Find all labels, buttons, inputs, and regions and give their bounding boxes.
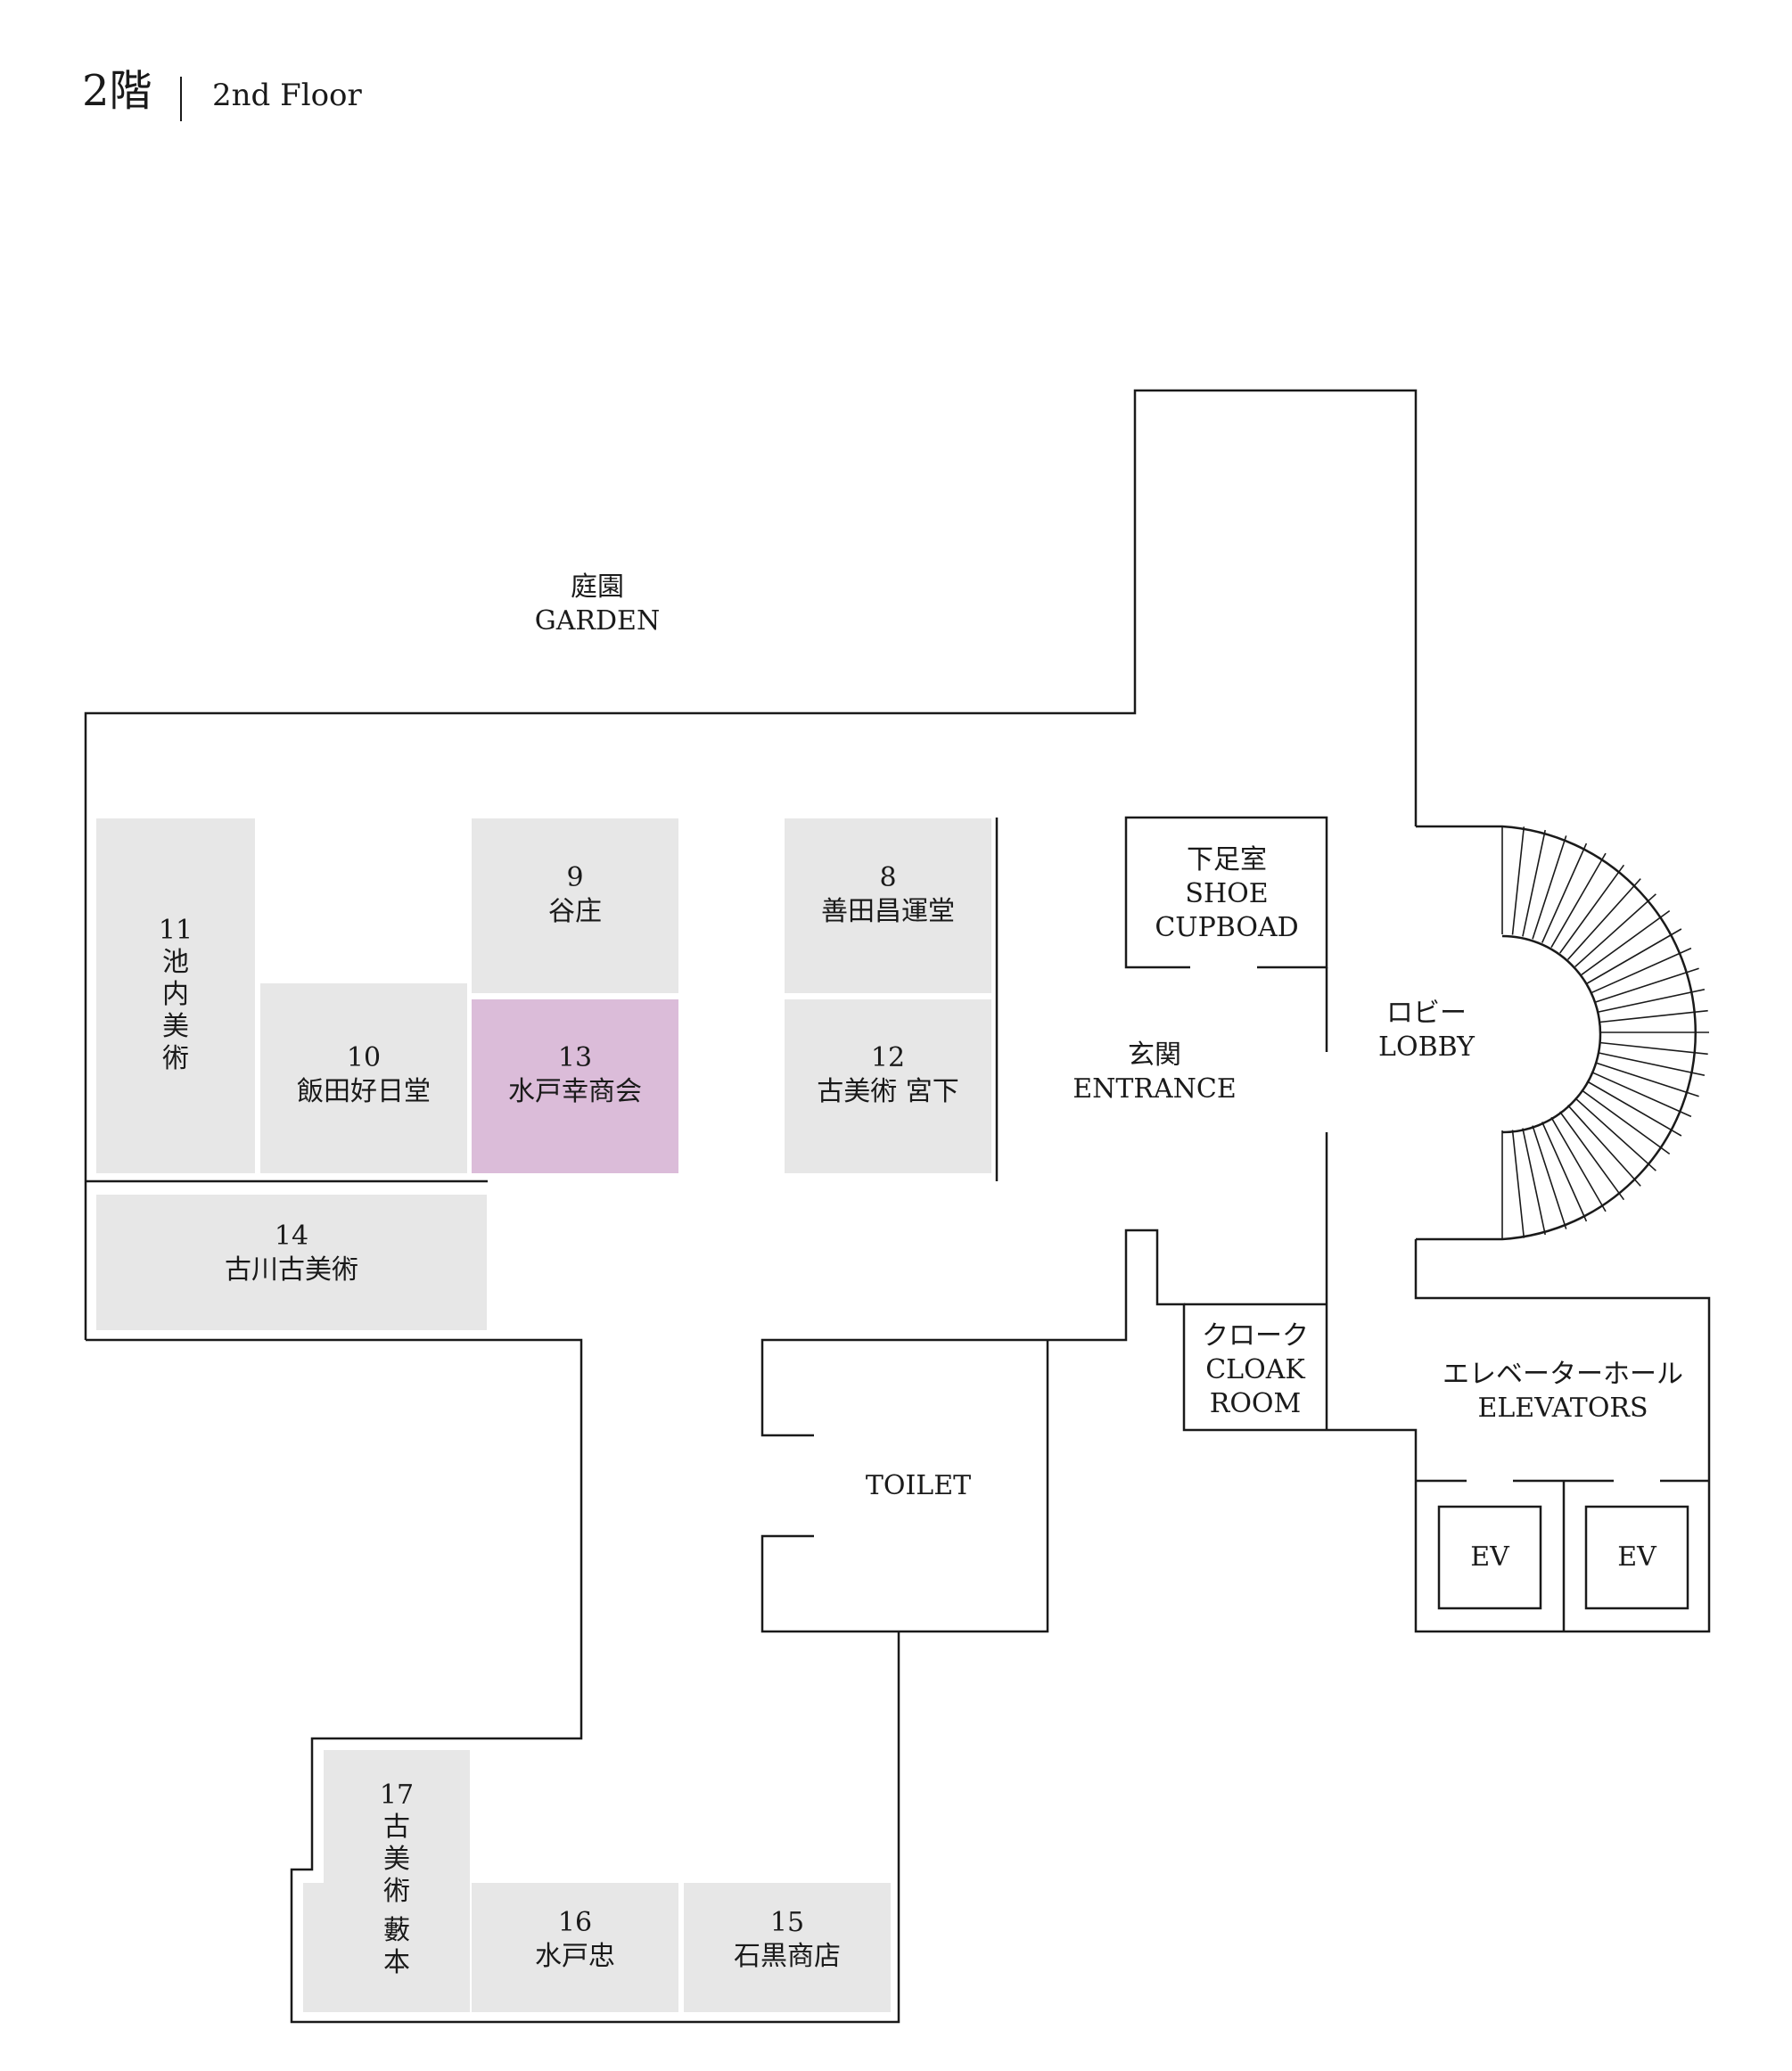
stair-tread [1532,1125,1567,1229]
stair-tread [1559,864,1625,954]
right-lower-wall [1327,1239,1711,1633]
booth-12-box [785,999,991,1173]
booths [96,818,991,2012]
stair-tread [1595,1062,1699,1097]
outer-wall [84,389,1418,1340]
stair-tread [1574,1097,1656,1171]
walls [84,389,1711,2024]
stair-tread [1550,852,1607,949]
stair-tread [1567,1105,1641,1187]
stair-treads [1501,826,1709,1239]
stair-tread [1511,1130,1525,1238]
stair-tread [1541,1122,1588,1222]
stair-tread [1586,928,1682,984]
stair-tread [1550,1116,1607,1212]
stair-tread [1586,1081,1682,1137]
stair-tread [1522,1128,1546,1236]
stair-tread [1532,835,1567,940]
stair-tread [1595,967,1699,1003]
booth-14-box [96,1195,487,1330]
cloak-room-wall [1048,1229,1327,1432]
toilet-label: TOILET [865,1470,972,1501]
shoe-room-wall [1124,816,1328,969]
stair-tread [1541,842,1588,943]
toilet-wall [760,1340,1049,1633]
booth-11-label: 11 池内美術 [158,915,193,1074]
booth-17-label: 17 古美術 藪本 [379,1779,415,1978]
left-bottom-wall [86,1338,900,2024]
stair-tread [1599,1041,1708,1056]
stair-tread [1574,893,1656,967]
booth-8-box [785,818,991,993]
ev-1-label: EV [1470,1541,1509,1573]
toilet-wall-2 [760,1338,1048,1437]
stair-tread [1559,1111,1625,1201]
stair-tread [1567,878,1641,960]
booth-9-box [472,818,678,993]
stair-tread [1591,947,1692,994]
stair-tread [1598,1052,1706,1076]
booth-15-box [684,1883,891,2012]
booth-16-box [472,1883,678,2012]
booth-11-box [96,818,255,1173]
booth-17-box-upper [324,1750,470,1893]
stair-inner [1501,934,1602,1134]
stair-tread [1581,1089,1671,1155]
header-divider [180,77,182,121]
booth-17-box [303,1883,470,2012]
booth-10-box [260,983,467,1173]
booth-13-box [472,999,678,1173]
stair-tread [1522,829,1546,937]
floor-title-ja: 2階 [82,66,152,116]
floor-title-en: 2nd Floor [212,78,362,113]
stair-tread [1598,989,1706,1013]
stair-tread [1581,909,1671,975]
stair-tread [1599,1009,1708,1023]
stair-tread [1591,1071,1692,1118]
stair-tread [1511,826,1525,935]
ev-2-label: EV [1617,1541,1656,1573]
elevator-car-1 [1437,1505,1542,1610]
elevator-car-2 [1584,1505,1689,1610]
